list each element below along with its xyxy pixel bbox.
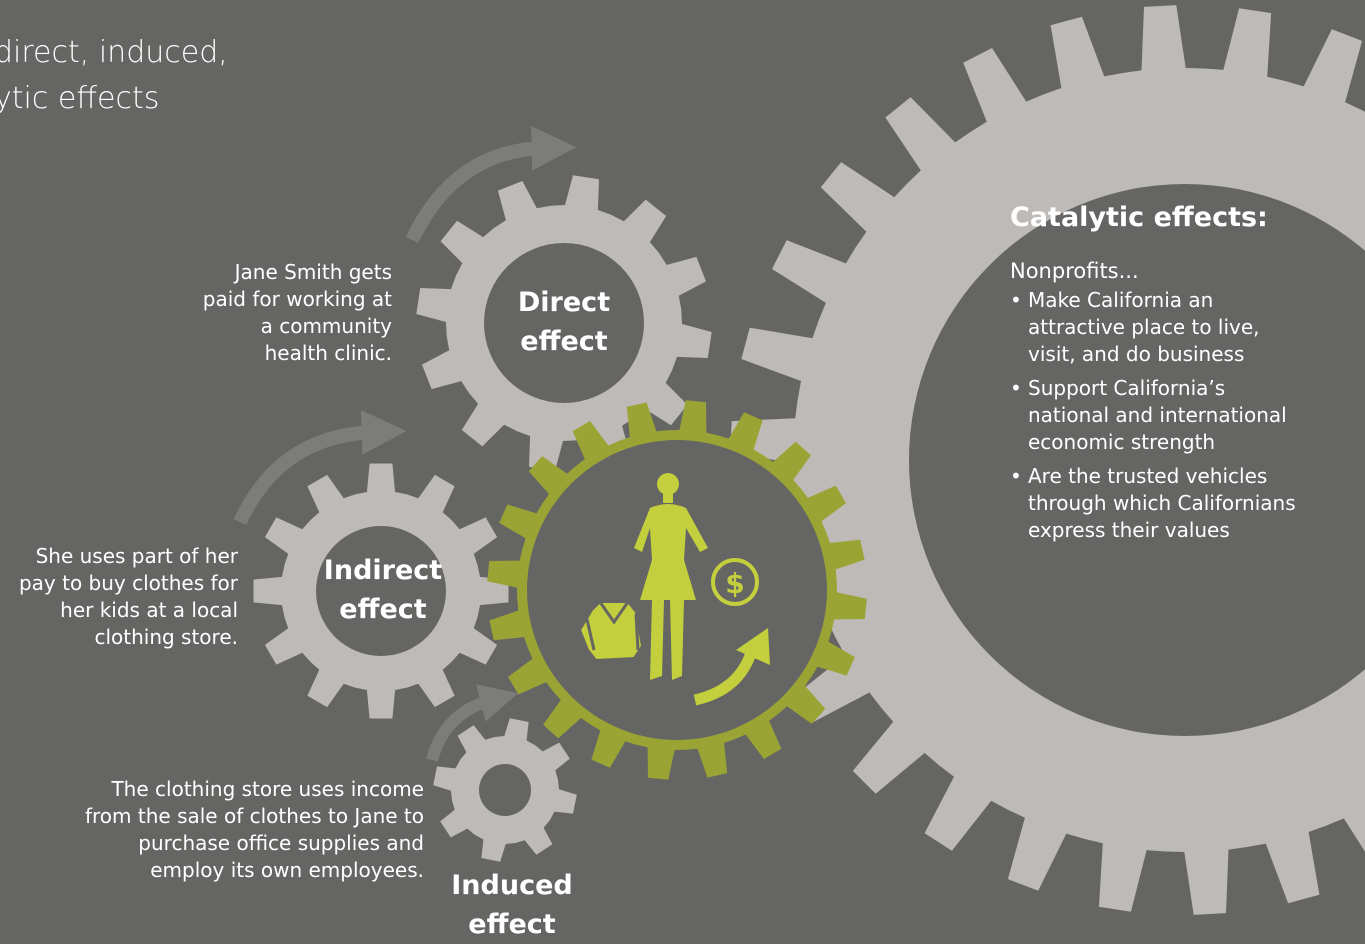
growth-arrow-icon: [693, 628, 770, 706]
indirect-effect-note: She uses part of her pay to buy clothes …: [18, 544, 238, 649]
catalytic-subheading: Nonprofits...: [1010, 259, 1139, 283]
catalytic-list-item: •Support California’s national and inter…: [1008, 375, 1308, 456]
catalytic-list-item: •Are the trusted vehicles through which …: [1008, 463, 1308, 544]
direct-effect-label-line-1: Direct: [517, 287, 611, 318]
direct-effect-label: Direct effect: [484, 283, 644, 361]
induced-effect-label: Induced effect: [432, 866, 592, 944]
induced-effect-label-line-1: Induced: [451, 870, 573, 901]
shirt-icon: [578, 601, 644, 662]
catalytic-item-text: Are the trusted vehicles through which C…: [1028, 464, 1296, 542]
title-line-2: ytic effects: [0, 81, 160, 116]
direct-effect-gear-hub: [484, 243, 644, 403]
svg-text:$: $: [725, 567, 744, 600]
woman-figure-icon: [634, 473, 708, 680]
bullet-icon: •: [1010, 376, 1022, 400]
arrow-to-indirect-gear: [233, 410, 407, 525]
catalytic-item-text: Make California an attractive place to l…: [1028, 288, 1260, 366]
indirect-effect-label-line-1: Indirect: [323, 555, 443, 586]
induced-effect-label-line-2: effect: [468, 909, 556, 940]
indirect-effect-gear-hub: [316, 526, 446, 656]
indirect-effect-label-line-2: effect: [339, 594, 427, 625]
arrow-to-direct-gear: [405, 125, 577, 244]
catalytic-item-text: Support California’s national and intern…: [1028, 376, 1287, 454]
direct-effect-note: Jane Smith gets paid for working at a co…: [202, 260, 392, 365]
title-line-1: direct, induced,: [0, 35, 228, 70]
dollar-coin-icon: $: [711, 558, 759, 606]
bullet-icon: •: [1010, 288, 1022, 312]
indirect-effect-label: Indirect effect: [303, 551, 463, 629]
catalytic-heading: Catalytic effects:: [1010, 202, 1268, 233]
induced-effect-gear-hub: [479, 764, 531, 816]
diagram-title: direct, induced, ytic effects: [0, 30, 228, 122]
bullet-icon: •: [1010, 464, 1022, 488]
catalytic-list-item: •Make California an attractive place to …: [1008, 287, 1308, 368]
direct-effect-label-line-2: effect: [520, 326, 608, 357]
induced-effect-note: The clothing store uses income from the …: [84, 777, 424, 882]
arrow-to-induced-gear: [426, 684, 519, 762]
catalytic-gear-hub: [909, 184, 1365, 736]
catalytic-list: •Make California an attractive place to …: [1008, 287, 1308, 551]
